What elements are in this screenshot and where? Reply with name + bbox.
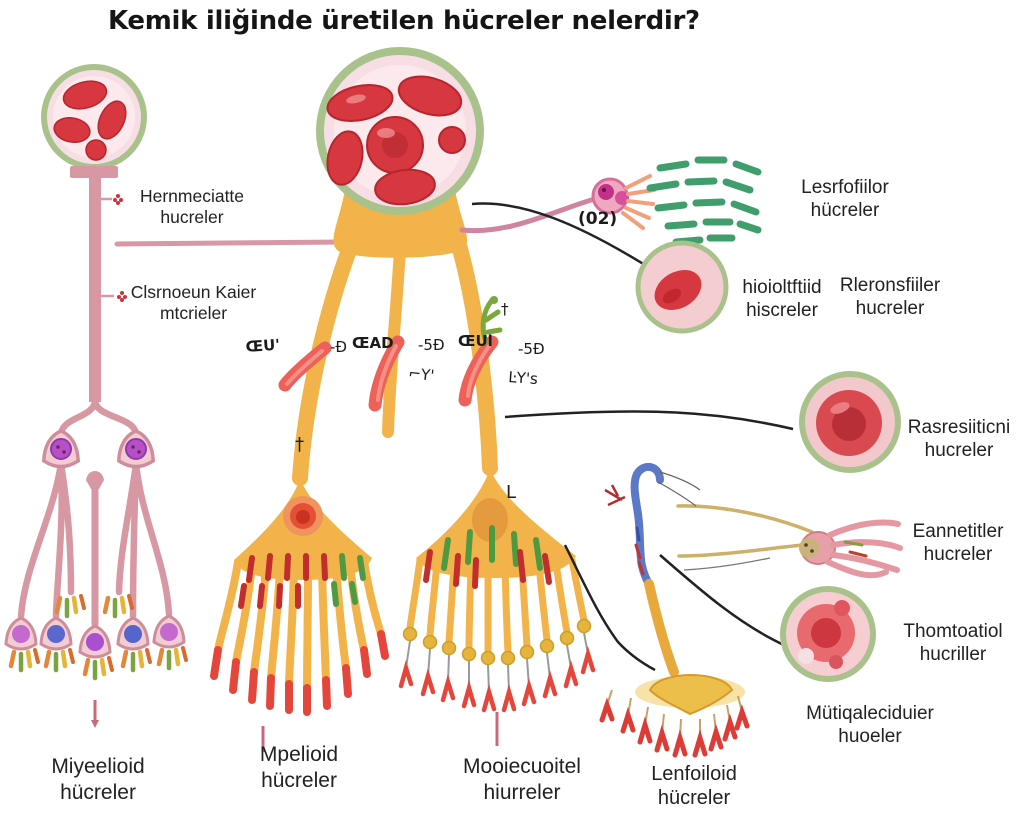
callout-rbc-left-label: hioioltftiid hiscreler: [742, 277, 822, 322]
scribble-g10: †: [501, 300, 509, 318]
callout-thrombocyte-label: Thomtoatiol hucriller: [903, 621, 1003, 666]
scribble-g7: -5Ð: [518, 340, 545, 358]
rbc-dish-2-icon: [799, 371, 901, 473]
scribble-g9: †: [295, 434, 304, 455]
eosinophil-icon: [604, 484, 903, 579]
rbc-dish-1-icon: [635, 240, 729, 334]
scribble-g4: -5Ð: [418, 336, 445, 354]
lineage-lymphoid-label: Lenfoiloid hücreler: [651, 763, 737, 810]
page-title: Kemik iliğinde üretilen hücreler nelerdi…: [108, 6, 700, 36]
lineage-myeloid-label: Miyeelioid hücreler: [51, 755, 145, 804]
sinusoid-rods-icon: [278, 296, 503, 412]
callout-rbc-mid-label: Rasresiiticni hucreler: [907, 417, 1011, 462]
rbc-dish-3-icon: [780, 586, 876, 682]
scribble-g1: ŒU': [245, 336, 280, 356]
callout-hematopoietic-label: Hernmeciatte hucreler: [139, 186, 245, 228]
scribble-g11: L: [506, 482, 516, 503]
platelet-shedding-icon: [459, 156, 762, 246]
scribble-annotations: ŒU' -Ð ŒAD -5Ð ⌐Y' ŒUl -5Ð ĿY's † † L (0…: [245, 209, 617, 503]
lineage-mpelioid-label: Mpelioid hücreler: [259, 743, 339, 792]
scribble-g8: ĿY's: [508, 368, 539, 388]
callout-stromal-label: Clsrnoeun Kaier mtcrieler: [130, 282, 257, 324]
stem-cell-dish-icon: [41, 64, 147, 178]
granulocyte-broom-icon: [210, 478, 389, 752]
callout-lines: [471, 202, 794, 672]
platelet-count-annotation: (02): [578, 209, 617, 229]
callout-megakaryocyte-label: Mütiqaleciduier huoeler: [806, 703, 934, 748]
scribble-g6: ŒUl: [458, 332, 493, 350]
scribble-g5: ⌐Y': [408, 364, 436, 385]
callout-eosinophil-label: Eannetitler hucreler: [912, 521, 1004, 566]
lymphoid-stalk-icon: [599, 462, 750, 758]
callout-rbc-right-label: Rleronsfiiler hucreler: [839, 275, 941, 320]
marrow-dish-icon: [292, 47, 498, 486]
scribble-g2: -Ð: [330, 338, 347, 356]
scribble-g3: ŒAD: [352, 334, 394, 352]
callout-platelets-label: Lesrfofiilor hücreler: [801, 177, 889, 222]
lineage-monocytoid-label: Mooiecuoitel hiurreler: [463, 755, 581, 804]
monocyte-broom-icon: [398, 468, 596, 746]
myeloid-tree: [4, 176, 348, 728]
